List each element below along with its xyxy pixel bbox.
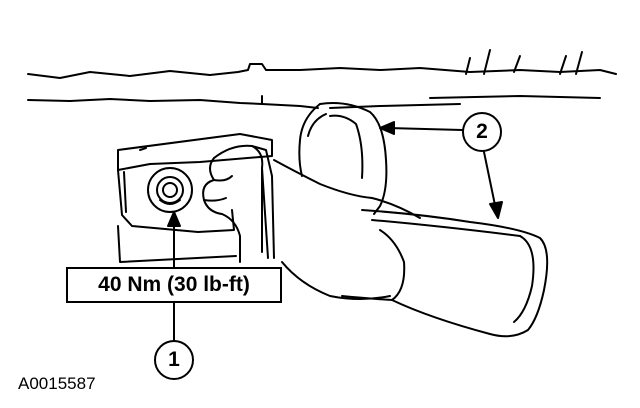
arrowhead-2b (489, 201, 503, 219)
arrowhead-2a (379, 121, 395, 135)
arrowhead-1 (167, 211, 181, 227)
mounting-bracket (117, 133, 273, 263)
leader-lines (167, 121, 503, 341)
figure-id-label: A0015587 (18, 374, 96, 393)
callout-1: 1 (154, 340, 194, 380)
torque-spec-label: 40 Nm (30 lb-ft) (66, 267, 282, 303)
headliner-outline (27, 49, 617, 109)
leader-2b (483, 151, 497, 211)
callout-2: 2 (462, 112, 502, 152)
leader-2a (387, 127, 463, 131)
rear-view-mirror (298, 102, 549, 338)
